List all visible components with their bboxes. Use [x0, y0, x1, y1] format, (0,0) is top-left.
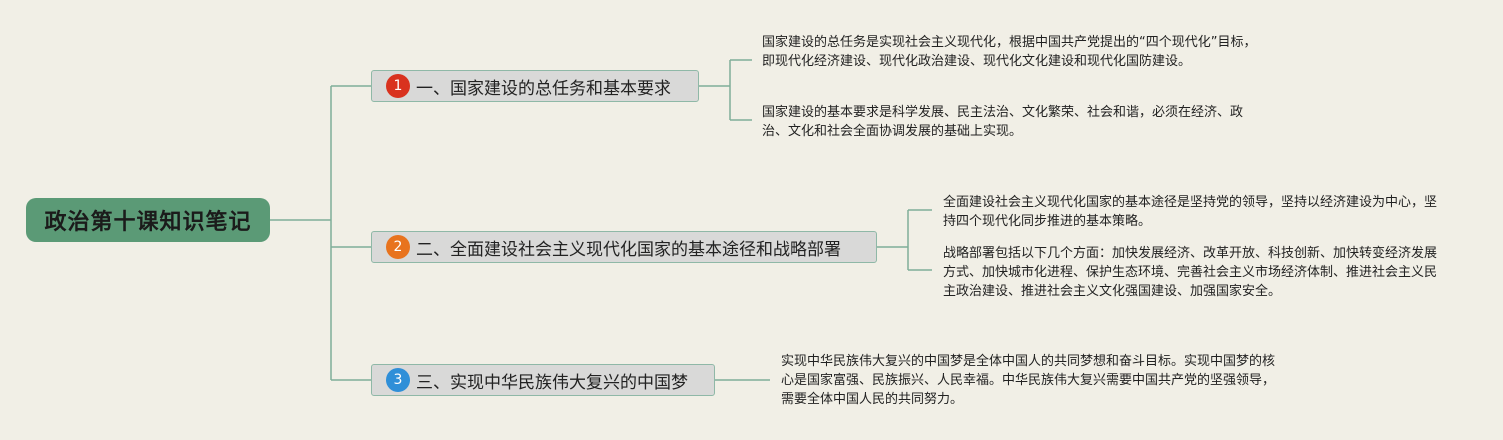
topic-label-2: 二、全面建设社会主义现代化国家的基本途径和战略部署 [416, 239, 841, 260]
root-title: 政治第十课知识笔记 [44, 210, 252, 235]
detail-text-1-1: 国家建设的总任务是实现社会主义现代化，根据中国共产党提出的“四个现代化”目标，即… [762, 35, 1257, 69]
topic-node-3[interactable]: 3 三、实现中华民族伟大复兴的中国梦 [371, 364, 715, 396]
number-badge-2: 2 [386, 235, 410, 259]
number-badge-3: 3 [386, 368, 410, 392]
detail-text-2-2: 战略部署包括以下几个方面：加快发展经济、改革开放、科技创新、加快转变经济发展方式… [943, 246, 1438, 299]
number-badge-1: 1 [386, 74, 410, 98]
topic-label-3: 三、实现中华民族伟大复兴的中国梦 [416, 372, 688, 393]
root-node[interactable]: 政治第十课知识笔记 [26, 198, 270, 242]
topic-label-1: 一、国家建设的总任务和基本要求 [416, 78, 671, 99]
detail-text-2-1: 全面建设社会主义现代化国家的基本途径是坚持党的领导，坚持以经济建设为中心，坚持四… [943, 195, 1438, 229]
topic-node-2[interactable]: 2 二、全面建设社会主义现代化国家的基本途径和战略部署 [371, 231, 877, 263]
detail-text-3-1: 实现中华民族伟大复兴的中国梦是全体中国人的共同梦想和奋斗目标。实现中国梦的核心是… [781, 354, 1276, 407]
detail-text-1-2: 国家建设的基本要求是科学发展、民主法治、文化繁荣、社会和谐，必须在经济、政治、文… [762, 105, 1244, 139]
topic-node-1[interactable]: 1 一、国家建设的总任务和基本要求 [371, 70, 699, 102]
